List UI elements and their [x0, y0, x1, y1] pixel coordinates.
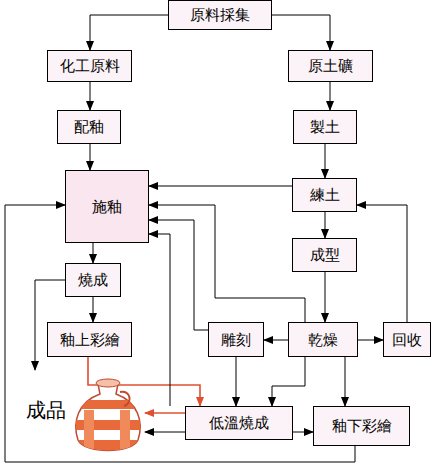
process-box: 乾燥 — [288, 322, 358, 357]
process-box: 釉上彩繪 — [47, 322, 132, 357]
process-box: 化工原料 — [47, 50, 132, 82]
node-label: 乾燥 — [308, 331, 338, 349]
node-label: 雕刻 — [221, 331, 251, 349]
node-label: 釉上彩繪 — [60, 331, 120, 349]
flow-arrow — [145, 412, 185, 414]
flow-arrow — [325, 272, 326, 322]
flow-arrow — [272, 357, 305, 406]
flow-arrow — [330, 82, 331, 110]
flow-arrow — [149, 234, 170, 406]
flow-arrow — [90, 82, 91, 110]
flow-arrow — [325, 212, 326, 238]
process-box: 製土 — [293, 110, 357, 144]
process-box: 釉下彩繪 — [313, 406, 410, 446]
flow-arrow — [236, 357, 237, 406]
node-label: 製土 — [310, 118, 340, 136]
process-box: 原料採集 — [168, 0, 272, 30]
flow-arrow — [345, 357, 346, 406]
process-box: 施釉 — [65, 170, 149, 243]
node-label: 回收 — [392, 331, 422, 349]
flow-arrow — [358, 340, 383, 341]
node-label: 施釉 — [92, 198, 122, 216]
flow-arrow — [90, 144, 91, 170]
flow-arrow — [149, 205, 305, 322]
node-label: 原土礦 — [308, 57, 353, 75]
flow-arrow — [272, 15, 330, 50]
flow-arrow — [93, 243, 94, 263]
process-box: 成型 — [292, 238, 357, 272]
flow-arrow — [149, 186, 292, 187]
process-box: 原土礦 — [288, 50, 373, 82]
flow-arrow — [325, 144, 326, 178]
flow-arrow — [264, 340, 288, 341]
node-label: 化工原料 — [60, 57, 120, 75]
process-box: 雕刻 — [208, 322, 264, 357]
product-node: 成品 — [20, 370, 145, 458]
flow-arrow — [149, 220, 208, 330]
process-box: 配釉 — [57, 110, 121, 144]
process-box: 燒成 — [65, 263, 121, 297]
flow-arrow — [145, 432, 185, 433]
process-box: 練土 — [292, 178, 357, 212]
node-label: 原料採集 — [190, 6, 250, 24]
node-label: 成型 — [310, 246, 340, 264]
node-label: 燒成 — [78, 271, 108, 289]
process-box: 回收 — [383, 322, 431, 357]
node-label: 練土 — [310, 186, 340, 204]
node-label: 釉下彩繪 — [332, 417, 392, 435]
node-label: 配釉 — [74, 118, 104, 136]
flow-arrow — [293, 432, 313, 433]
flow-arrow — [357, 205, 407, 322]
flow-arrow — [90, 15, 168, 50]
node-label: 成品 — [26, 398, 66, 422]
flow-arrow — [93, 297, 94, 322]
process-box: 低溫燒成 — [185, 406, 293, 440]
node-label: 低溫燒成 — [209, 414, 269, 432]
